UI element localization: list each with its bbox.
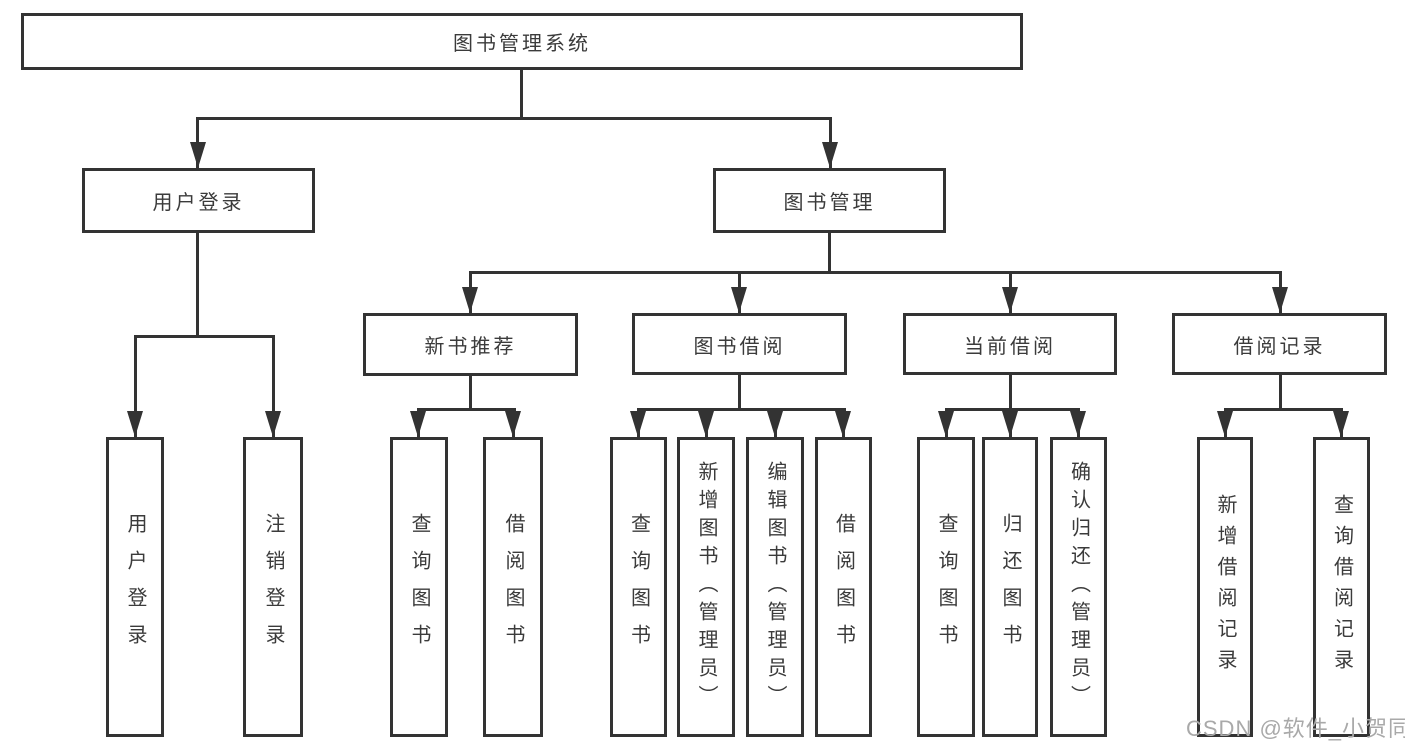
arrowhead-icon: [835, 411, 851, 437]
connector-book-management-stem: [828, 233, 831, 271]
leaf-query-books-current: 查询图书: [917, 437, 975, 737]
arrowhead-icon: [822, 142, 838, 168]
arrowhead-icon: [1002, 411, 1018, 437]
connector-book-management-splitter: [470, 271, 1281, 274]
arrowhead-icon: [462, 287, 478, 313]
arrowhead-icon: [1333, 411, 1349, 437]
leaf-user-login: 用户登录: [106, 437, 164, 737]
leaf-return-books: 归还图书: [982, 437, 1038, 737]
leaf-add-borrow-record: 新增借阅记录: [1197, 437, 1253, 737]
connector-to-leaf-user-login: [134, 335, 137, 437]
arrowhead-icon: [127, 411, 143, 437]
arrowhead-icon: [265, 411, 281, 437]
node-book-management: 图书管理: [713, 168, 946, 233]
node-current-borrowing: 当前借阅: [903, 313, 1117, 375]
leaf-edit-books-admin: 编辑图书（管理员）: [746, 437, 804, 737]
arrowhead-icon: [1070, 411, 1086, 437]
node-book-borrowing: 图书借阅: [632, 313, 847, 375]
connector-root-splitter: [197, 117, 831, 120]
leaf-add-books-admin: 新增图书（管理员）: [677, 437, 735, 737]
connector-user-login-stem: [196, 233, 199, 335]
arrowhead-icon: [698, 411, 714, 437]
arrowhead-icon: [938, 411, 954, 437]
leaf-borrow-books-recommend: 借阅图书: [483, 437, 543, 737]
arrowhead-icon: [1002, 287, 1018, 313]
csdn-watermark: CSDN @软件_小贺同学: [1186, 716, 1405, 741]
arrowhead-icon: [190, 142, 206, 168]
connector-borrowing-records-stem: [1279, 375, 1282, 408]
leaf-query-books-recommend: 查询图书: [390, 437, 448, 737]
connector-current-borrowing-splitter: [946, 408, 1079, 411]
connector-root-stem: [520, 70, 523, 117]
leaf-query-books-borrowing: 查询图书: [610, 437, 667, 737]
connector-to-leaf-logout: [272, 335, 275, 437]
arrowhead-icon: [731, 287, 747, 313]
connector-book-borrowing-stem: [738, 375, 741, 408]
leaf-query-borrow-record: 查询借阅记录: [1313, 437, 1370, 737]
connector-new-book-splitter: [417, 408, 516, 411]
node-user-login: 用户登录: [82, 168, 315, 233]
arrowhead-icon: [1217, 411, 1233, 437]
leaf-logout: 注销登录: [243, 437, 303, 737]
connector-new-book-stem: [469, 376, 472, 408]
arrowhead-icon: [630, 411, 646, 437]
node-new-book-recommendation: 新书推荐: [363, 313, 578, 376]
connector-book-borrowing-splitter: [638, 408, 846, 411]
connector-borrowing-records-splitter: [1225, 408, 1343, 411]
arrowhead-icon: [505, 411, 521, 437]
leaf-confirm-return-admin: 确认归还（管理员）: [1050, 437, 1107, 737]
arrowhead-icon: [1272, 287, 1288, 313]
node-library-management-system: 图书管理系统: [21, 13, 1023, 70]
connector-current-borrowing-stem: [1009, 375, 1012, 408]
leaf-borrow-books: 借阅图书: [815, 437, 872, 737]
node-borrowing-records: 借阅记录: [1172, 313, 1387, 375]
arrowhead-icon: [410, 411, 426, 437]
connector-user-login-splitter: [134, 335, 275, 338]
arrowhead-icon: [767, 411, 783, 437]
